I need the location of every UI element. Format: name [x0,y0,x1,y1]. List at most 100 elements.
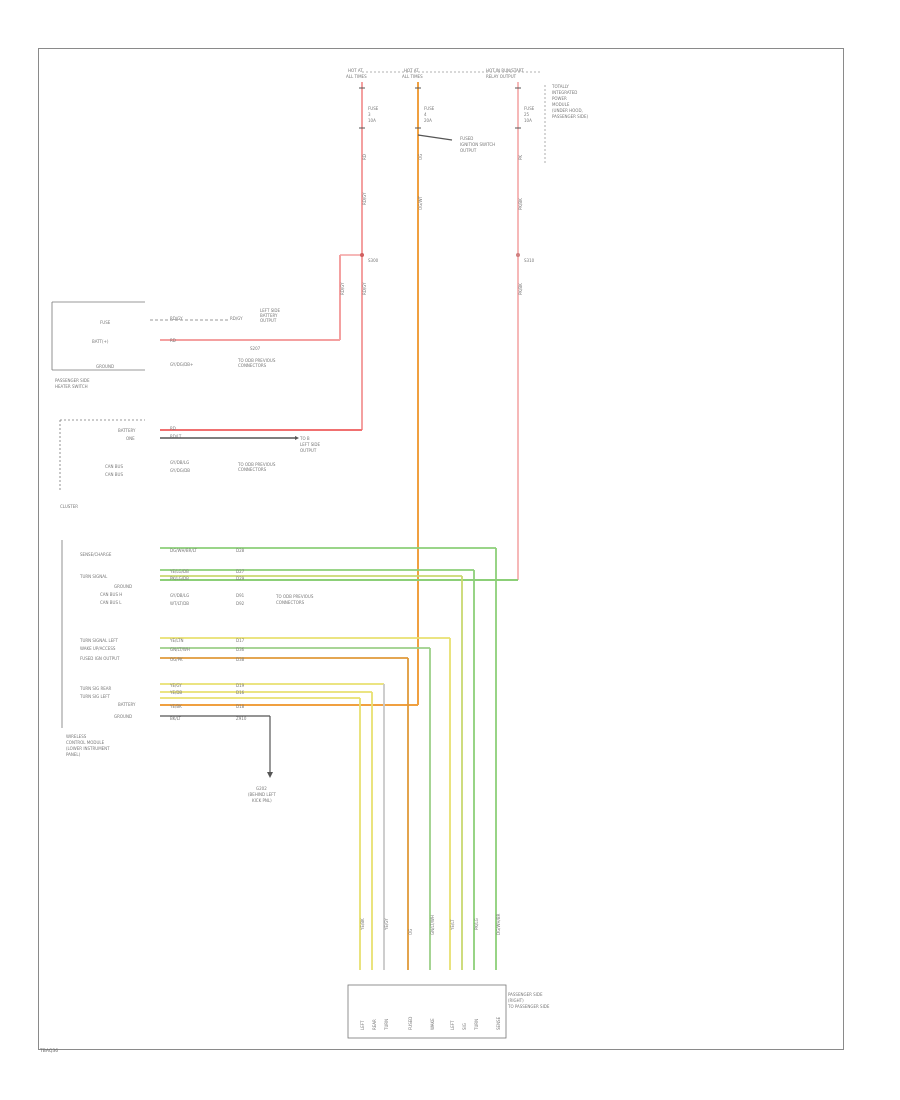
svg-text:PASSENGER SIDE: PASSENGER SIDE [508,992,543,997]
svg-text:TURN SIGNAL: TURN SIGNAL [79,574,108,579]
svg-text:TURN: TURN [474,1019,479,1031]
svg-text:FUSE: FUSE [524,106,535,111]
svg-text:BATTERY: BATTERY [118,428,136,433]
svg-text:OUTPUT: OUTPUT [460,148,477,153]
svg-text:PK: PK [518,155,523,160]
svg-text:ALL TIMES: ALL TIMES [346,74,367,79]
svg-text:PK/BK: PK/BK [518,283,523,295]
svg-text:CONNECTORS: CONNECTORS [238,363,267,368]
bottom-wire-labels: YE/BK YE/GY OG GN/LT/WH YE/LT PK/LG DG/W… [360,913,501,935]
svg-text:ONE: ONE [126,436,135,441]
svg-text:20A: 20A [424,118,432,123]
svg-text:TO ODB PREVIOUS: TO ODB PREVIOUS [275,594,314,599]
svg-text:D28: D28 [236,548,245,553]
svg-text:RD/GY: RD/GY [170,316,183,321]
svg-text:CONTROL MODULE: CONTROL MODULE [66,740,105,745]
svg-text:GY/DB/LG: GY/DB/LG [170,460,189,465]
fuse-ticks [359,87,521,129]
svg-text:D18: D18 [236,704,245,709]
svg-text:HOT IN RUN/START: HOT IN RUN/START [486,68,524,73]
svg-text:RD: RD [362,154,367,160]
svg-text:PASSENGER SIDE): PASSENGER SIDE) [552,114,588,119]
svg-text:YE/GY: YE/GY [169,683,182,688]
svg-text:PK/LG/DB: PK/LG/DB [170,576,189,581]
svg-text:TURN SIGNAL LEFT: TURN SIGNAL LEFT [79,638,118,643]
passenger-module: FUSE BATT(+) GROUND PASSENGER SIDE HEATE… [51,301,281,389]
svg-text:SENSE: SENSE [496,1016,501,1030]
svg-text:4: 4 [424,112,427,117]
svg-text:FUSED IGN OUTPUT: FUSED IGN OUTPUT [80,656,120,661]
svg-text:CONNECTORS: CONNECTORS [276,600,305,605]
svg-text:CAN BUS: CAN BUS [105,472,123,477]
svg-text:BATT(+): BATT(+) [92,339,109,344]
svg-text:WIRELESS: WIRELESS [66,734,87,739]
svg-text:WT/LT/DB: WT/LT/DB [170,601,189,606]
svg-text:YE/BK: YE/BK [169,704,182,709]
vertical-wire-labels: RD RD/GY OG OG/WT PK PK/BK PK/BK RD/GY R… [340,154,535,295]
svg-text:TO B: TO B [299,436,310,441]
svg-text:3: 3 [368,112,371,117]
svg-text:GN/LT/WH: GN/LT/WH [430,915,435,935]
svg-text:CAN BUS: CAN BUS [105,464,123,469]
svg-text:INTEGRATED: INTEGRATED [552,90,577,95]
svg-text:KICK PNL): KICK PNL) [252,798,272,803]
svg-text:OUTPUT: OUTPUT [300,448,317,453]
svg-text:FUSE: FUSE [424,106,435,111]
svg-text:CLUSTER: CLUSTER [60,504,78,509]
svg-text:RELAY OUTPUT: RELAY OUTPUT [486,74,517,79]
svg-text:YE/DB: YE/DB [169,690,182,695]
svg-text:S300: S300 [368,258,379,263]
svg-text:TO ODB PREVIOUS: TO ODB PREVIOUS [237,462,276,467]
svg-text:DG/WH/BR: DG/WH/BR [496,913,501,935]
svg-text:PK/BK: PK/BK [518,198,523,210]
svg-text:BATTERY: BATTERY [260,313,278,318]
svg-text:D38: D38 [236,657,245,662]
svg-text:TURN SIG REAR: TURN SIG REAR [79,686,112,691]
fuse-labels: FUSE 3 10A FUSE 4 20A FUSE 25 10A FUSED … [368,106,535,153]
svg-text:(UNDER HOOD,: (UNDER HOOD, [552,108,583,113]
svg-text:LEFT: LEFT [450,1020,455,1030]
svg-text:RD/LT: RD/LT [170,434,182,439]
svg-text:RD: RD [170,338,176,343]
svg-text:HOT AT: HOT AT [348,68,363,73]
svg-text:YE/LTN: YE/LTN [169,638,183,643]
svg-text:PANEL): PANEL) [66,752,81,757]
svg-text:YE/GY: YE/GY [384,918,389,931]
svg-text:D92: D92 [236,601,245,606]
main-module: SENSE/CHARGE TURN SIGNAL GROUND CAN BUS … [61,540,136,757]
svg-text:POWER: POWER [552,96,567,101]
footer-code: TBAQ36 [40,1049,59,1054]
svg-text:D27: D27 [236,569,245,574]
svg-text:GROUND: GROUND [96,364,114,369]
svg-text:TURN SIG LEFT: TURN SIG LEFT [79,694,110,699]
svg-text:OG/PK: OG/PK [170,657,183,662]
svg-text:D19: D19 [236,683,245,688]
svg-text:FUSE: FUSE [368,106,379,111]
svg-text:HEATER SWITCH: HEATER SWITCH [55,384,88,389]
svg-text:(BEHIND LEFT: (BEHIND LEFT [248,792,276,797]
svg-text:BATTERY: BATTERY [118,702,136,707]
svg-text:RD/GY: RD/GY [340,282,345,295]
svg-text:10A: 10A [524,118,532,123]
main-module-wires: G202 (BEHIND LEFT KICK PNL) [160,547,497,970]
svg-text:CAN BUS H: CAN BUS H [100,592,122,597]
svg-text:LEFT SIDE: LEFT SIDE [300,442,321,447]
svg-text:OG: OG [418,154,423,160]
svg-text:GROUND: GROUND [114,714,132,719]
svg-text:TOTALLY: TOTALLY [551,84,569,89]
bottom-connector: PASSENGER SIDE (RIGHT) TO PASSENGER SIDE… [347,984,550,1039]
wire-fuse4 [160,82,453,706]
svg-text:SIG: SIG [462,1023,467,1030]
svg-text:PASSENGER SIDE: PASSENGER SIDE [55,378,90,383]
svg-text:S207: S207 [250,346,261,351]
svg-text:TO PASSENGER SIDE: TO PASSENGER SIDE [507,1004,550,1009]
svg-text:RD/GY: RD/GY [362,192,367,205]
svg-text:OUTPUT: OUTPUT [260,318,277,323]
svg-text:WAKE: WAKE [430,1018,435,1030]
svg-text:CONNECTORS: CONNECTORS [238,467,267,472]
svg-text:TURN: TURN [384,1019,389,1031]
svg-text:D17: D17 [236,638,245,643]
svg-text:FUSED: FUSED [460,136,473,141]
svg-text:FUSE: FUSE [100,320,111,325]
